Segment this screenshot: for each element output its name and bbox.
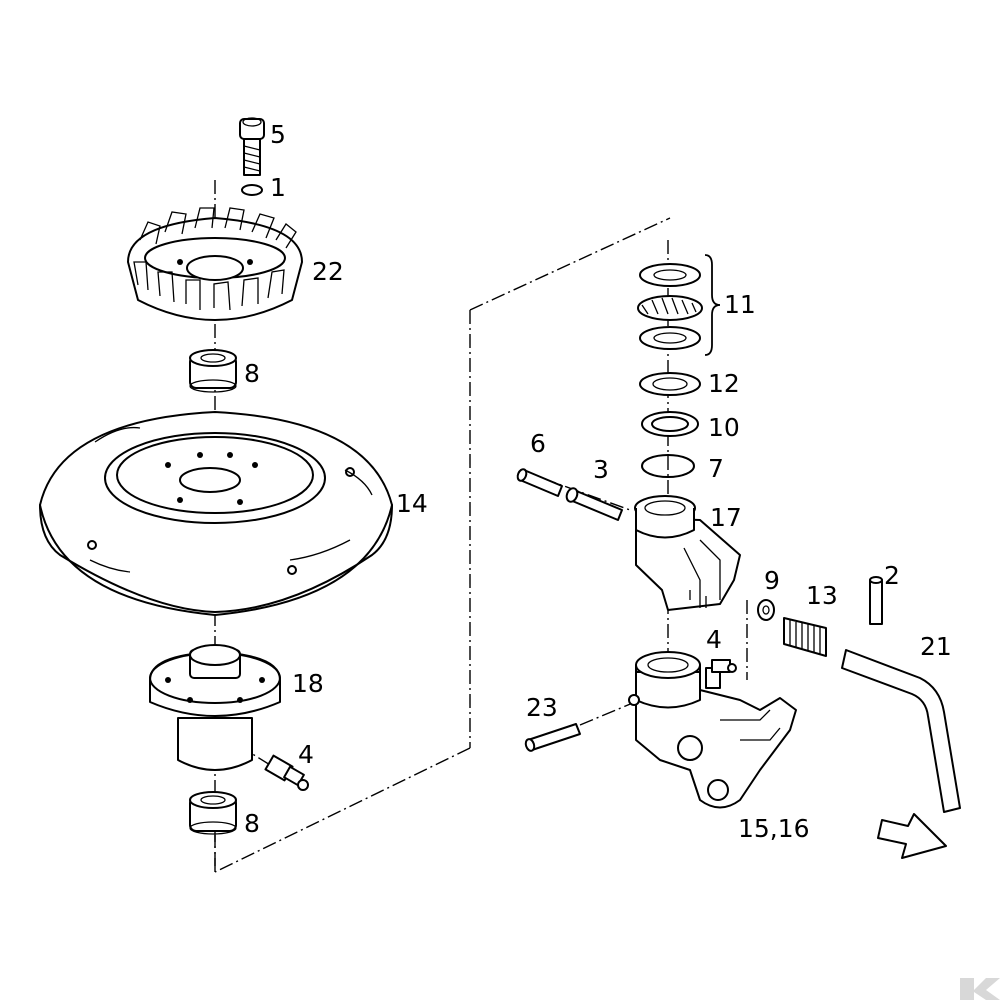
- callout-12: 12: [708, 369, 740, 398]
- callout-22: 22: [312, 257, 344, 286]
- callout-9: 9: [764, 566, 780, 595]
- callout-3: 3: [593, 455, 609, 484]
- callout-7: 7: [708, 454, 724, 483]
- part-11-thrust-bearing-set: [637, 263, 703, 350]
- assembly-boundary-line: [214, 217, 671, 873]
- part-17-bracket: [634, 495, 741, 611]
- callout-2: 2: [884, 561, 900, 590]
- part-12-washer: [639, 372, 701, 396]
- callout-6: 6: [530, 429, 546, 458]
- part-23-pin: [524, 723, 581, 752]
- callout-11: 11: [724, 290, 756, 319]
- part-4-grease-nipple-right: [705, 659, 737, 689]
- callout-21: 21: [920, 632, 952, 661]
- callout-8-lower: 8: [244, 809, 260, 838]
- part-22-bevel-gear: [127, 207, 303, 321]
- callout-13: 13: [806, 581, 838, 610]
- part-2-pin: [869, 576, 883, 625]
- part-14-disc: [39, 411, 393, 616]
- callout-4-right: 4: [706, 625, 722, 654]
- part-5-cap-screw: [239, 117, 265, 176]
- part-4-grease-nipple-left: [264, 754, 309, 791]
- callout-1: 1: [270, 173, 286, 202]
- part-13-spring: [783, 617, 827, 657]
- callout-15-16: 15,16: [738, 814, 810, 843]
- callout-8-upper: 8: [244, 359, 260, 388]
- callout-10: 10: [708, 413, 740, 442]
- part-15-16-housing: [628, 651, 797, 809]
- callout-17: 17: [710, 503, 742, 532]
- part-7-o-ring: [641, 454, 695, 478]
- callout-4-left: 4: [298, 740, 314, 769]
- part-10-seal-ring: [641, 411, 699, 437]
- part-11-brace: [704, 254, 721, 356]
- part-18-hub-housing: [149, 644, 281, 771]
- callout-14: 14: [396, 489, 428, 518]
- direction-arrow: [877, 813, 947, 859]
- part-8-bearing-upper: [189, 349, 237, 393]
- part-21-lever: [841, 649, 961, 813]
- watermark-logo: [960, 978, 1000, 1000]
- callout-18: 18: [292, 669, 324, 698]
- part-9-washer: [757, 599, 775, 621]
- part-6-pin: [516, 468, 563, 497]
- callout-23: 23: [526, 693, 558, 722]
- part-8-bearing-lower: [189, 791, 237, 835]
- part-3-pin: [565, 487, 623, 521]
- part-1-lock-washer: [241, 184, 263, 196]
- callout-5: 5: [270, 120, 286, 149]
